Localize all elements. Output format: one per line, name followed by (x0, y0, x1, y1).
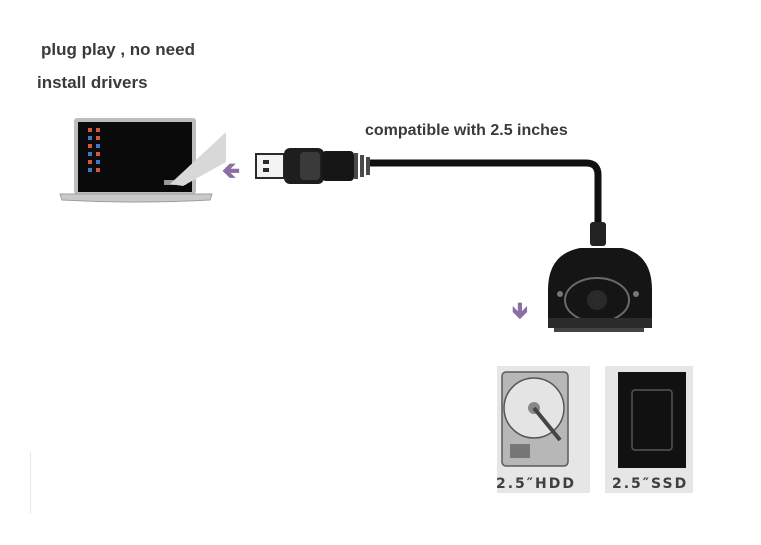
page-edge-line (30, 452, 31, 514)
arrow-down-icon: 🡻 (512, 298, 528, 323)
caption-plug-play: plug play , no need (41, 40, 195, 59)
hdd-label: 2.5″HDD (496, 476, 577, 492)
usb-cable-image (255, 148, 606, 246)
sata-adapter-image (548, 248, 652, 332)
arrow-left-icon: 🡸 (222, 158, 240, 183)
hdd-image (501, 371, 569, 467)
laptop-image (59, 118, 226, 203)
ssd-image (618, 372, 686, 468)
ssd-label: 2.5″SSD (612, 476, 689, 492)
caption-compatible: compatible with 2.5 inches (365, 122, 568, 139)
caption-install-drivers: install drivers (37, 73, 148, 92)
